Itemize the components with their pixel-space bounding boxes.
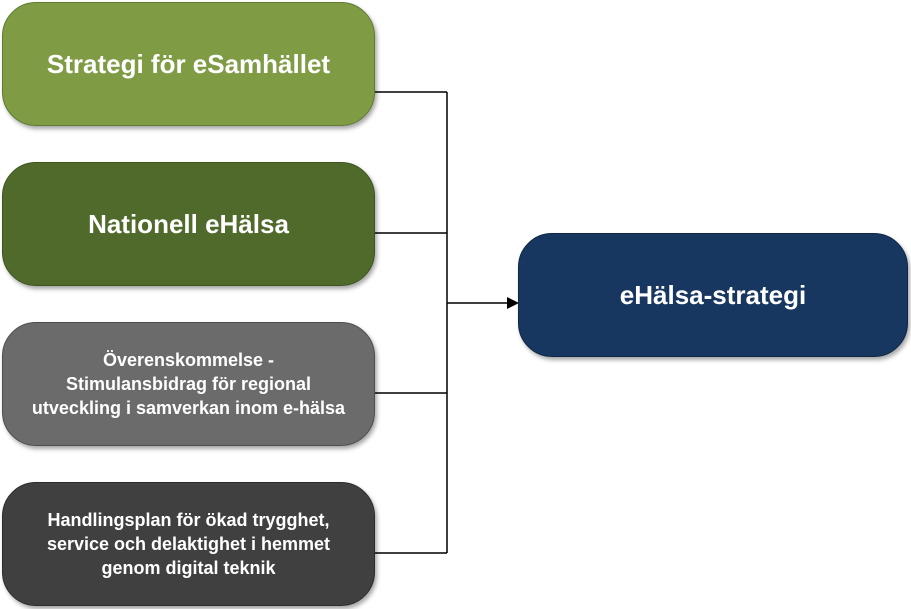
box-nationell-label: Nationell eHälsa: [88, 208, 289, 239]
box-handlingsplan: Handlingsplan för ökad trygghet, service…: [2, 482, 375, 606]
box-strategi-esamhallet: Strategi för eSamhället: [2, 2, 375, 126]
box-overenskommelse: Överenskommelse - Stimulansbidrag för re…: [2, 322, 375, 446]
box-ehalsa-strategi: eHälsa-strategi: [518, 233, 908, 357]
box-ehalsa-label: eHälsa-strategi: [619, 279, 807, 310]
box-overenskommelse-label: Överenskommelse - Stimulansbidrag för re…: [31, 350, 346, 418]
box-handlingsplan-label: Handlingsplan för ökad trygghet, service…: [46, 510, 331, 578]
box-strategi-label: Strategi för eSamhället: [46, 48, 331, 79]
box-nationell-ehalsa: Nationell eHälsa: [2, 162, 375, 286]
